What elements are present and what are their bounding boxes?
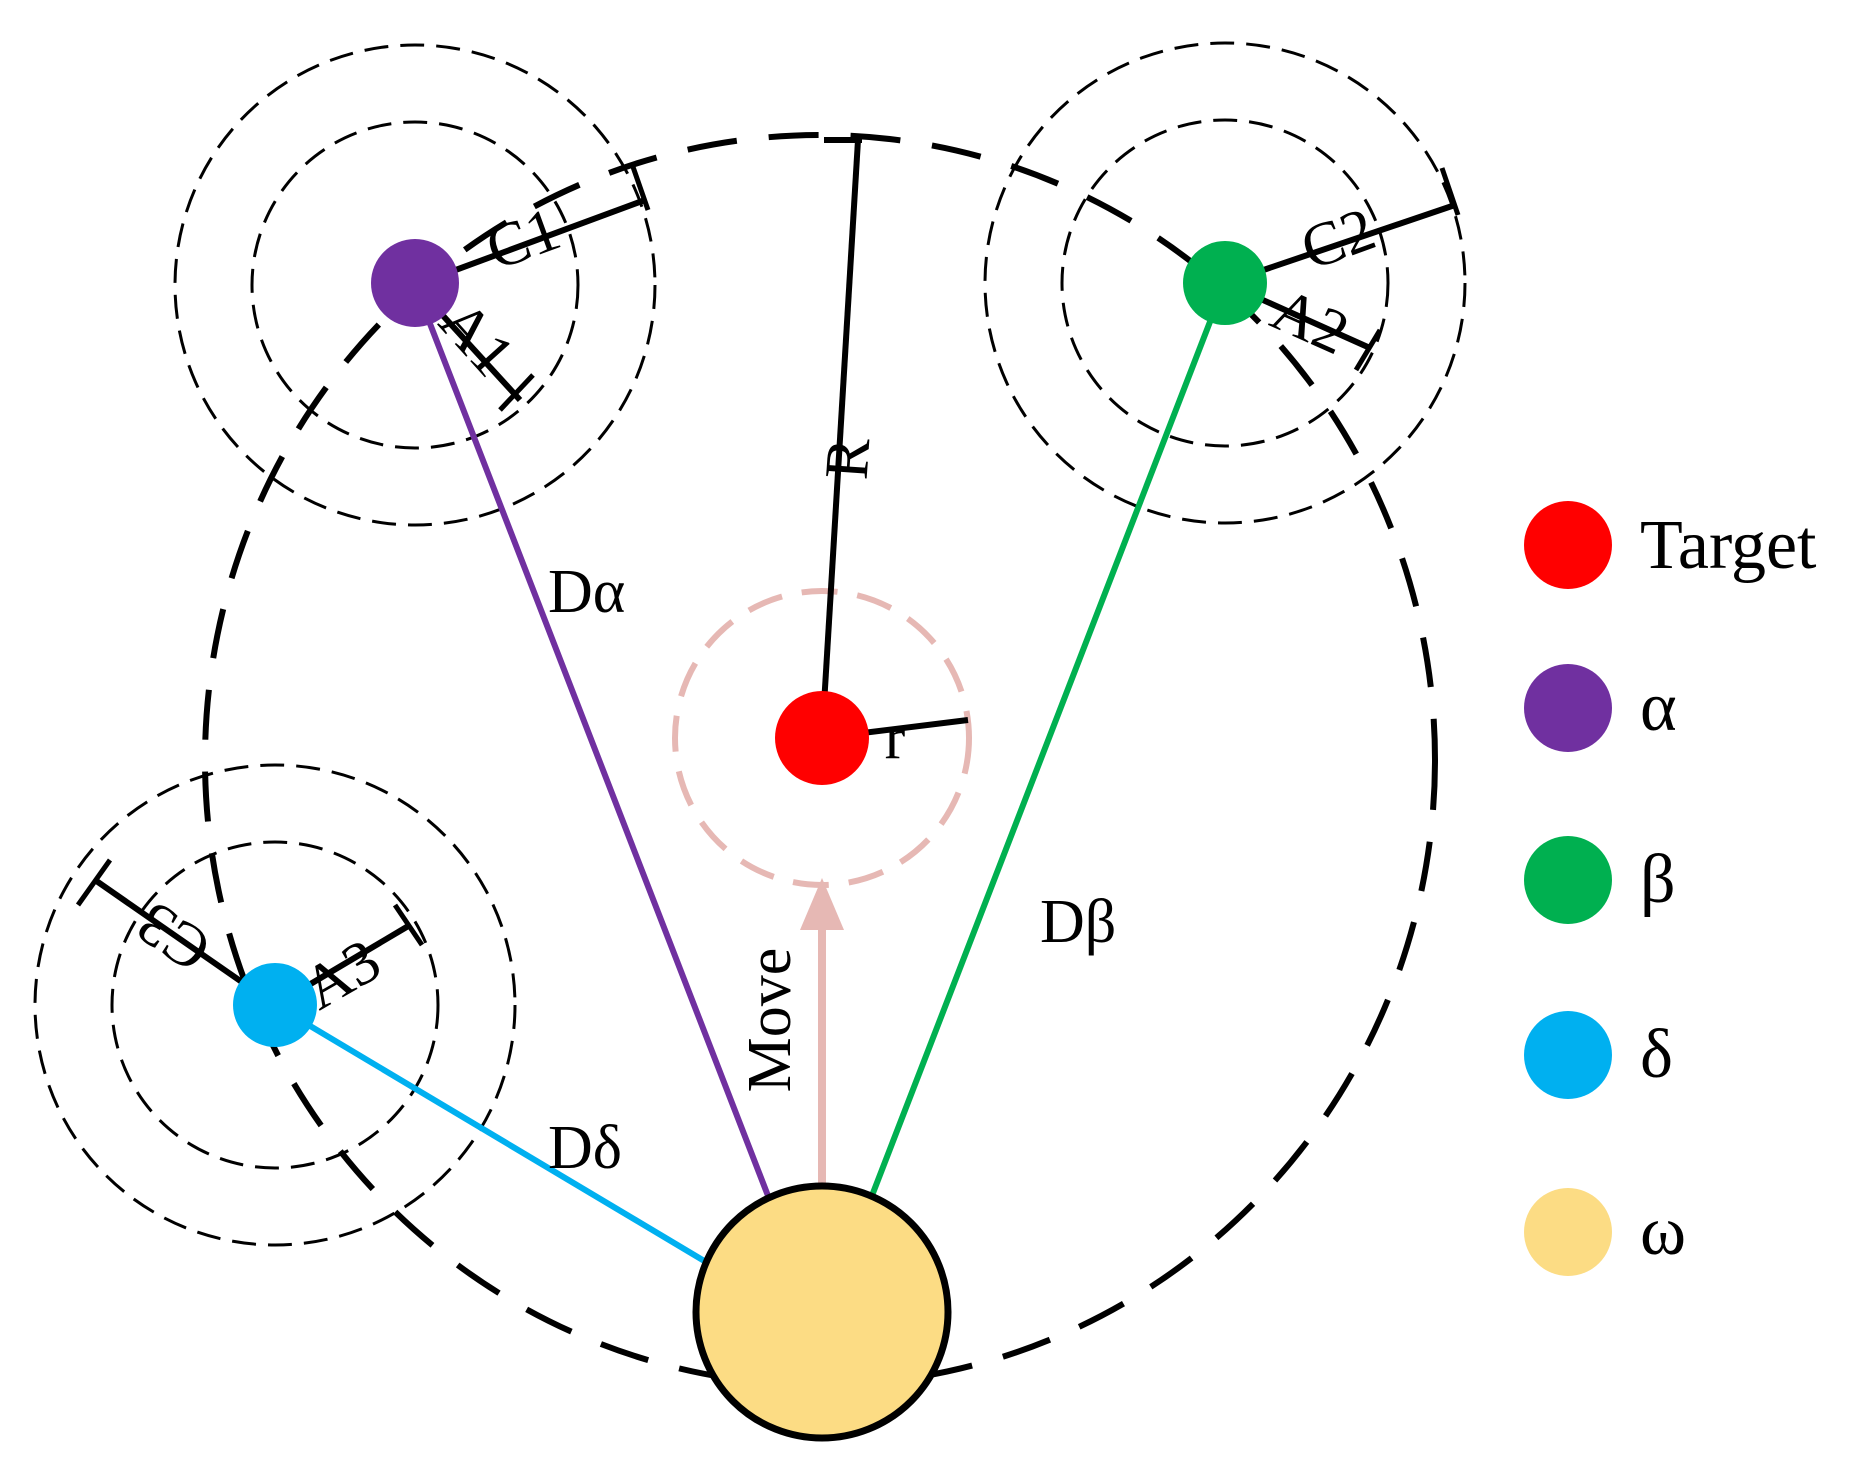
target-prey (775, 691, 869, 785)
a3-tick (392, 903, 425, 947)
alpha-inner-ring (250, 120, 580, 450)
legend-label-alpha: α (1640, 669, 1677, 746)
label-move: Move (736, 948, 804, 1093)
alpha-outer-ring (173, 43, 657, 527)
legend-swatch-target (1524, 501, 1612, 589)
label-c1: C1 (478, 195, 569, 284)
delta-wolf (233, 963, 317, 1047)
legend-item-target: Target (1524, 501, 1817, 589)
legend-swatch-omega (1524, 1188, 1612, 1276)
label-d-delta: Dδ (548, 1114, 622, 1182)
legend-item-omega: ω (1524, 1188, 1686, 1276)
beta-outer-ring (983, 41, 1467, 525)
beta-wolf (1183, 241, 1267, 325)
a1-tick (498, 373, 535, 412)
label-c3: C3 (125, 888, 223, 985)
delta-inner-ring (110, 840, 440, 1170)
label-R: R (813, 435, 884, 482)
label-d-alpha: Dα (548, 558, 625, 626)
legend-label-omega: ω (1640, 1193, 1686, 1270)
c2-tick (1439, 167, 1461, 216)
legend-item-alpha: α (1524, 664, 1677, 752)
a2-tick (1353, 328, 1383, 372)
label-a2: A2 (1262, 275, 1359, 368)
c3-tick (75, 858, 113, 907)
d-beta-line (817, 281, 1228, 1332)
legend-label-target: Target (1640, 507, 1817, 584)
legend-swatch-beta (1524, 836, 1612, 924)
legend-item-beta: β (1524, 836, 1676, 924)
legend-swatch-alpha (1524, 664, 1612, 752)
c1-tick (629, 163, 651, 211)
move-arrow-head (800, 878, 844, 930)
d-alpha-line (412, 283, 823, 1332)
alpha-wolf (371, 239, 459, 327)
legend-label-delta: δ (1640, 1016, 1673, 1093)
radius-R-line (819, 139, 861, 739)
legend-item-delta: δ (1524, 1011, 1673, 1099)
legend-swatch-delta (1524, 1011, 1612, 1099)
delta-outer-ring (33, 763, 517, 1247)
label-d-beta: Dβ (1040, 888, 1116, 956)
label-r: r (885, 704, 906, 772)
encircling-ring (202, 132, 1438, 1388)
omega-wolf (692, 1182, 952, 1442)
legend: Target α β δ ω (1524, 501, 1817, 1276)
beta-inner-ring (1060, 118, 1390, 448)
legend-label-beta: β (1640, 841, 1676, 918)
